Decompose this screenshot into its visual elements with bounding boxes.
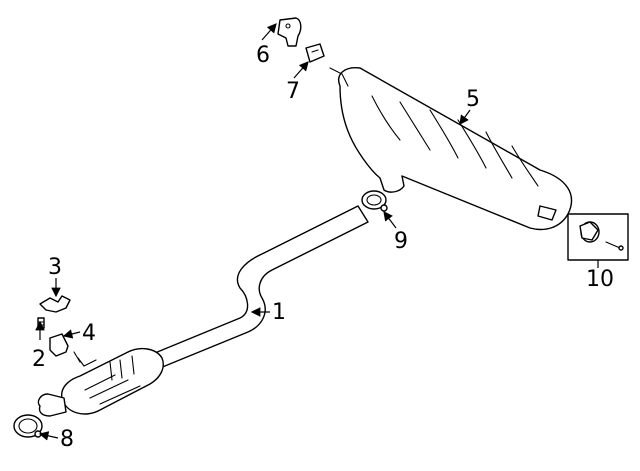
callout-8: 8 xyxy=(60,427,74,452)
callout-2: 2 xyxy=(32,347,46,372)
callout-9: 9 xyxy=(394,229,408,254)
lower-insulator xyxy=(49,333,69,357)
intermediate-pipe xyxy=(149,205,369,369)
hanger-kit xyxy=(567,213,629,261)
hanger-bolt xyxy=(37,317,45,329)
rear-clamp xyxy=(361,190,388,212)
callout-6: 6 xyxy=(256,43,270,68)
callout-10: 10 xyxy=(586,267,614,292)
upper-hanger-bracket xyxy=(277,17,302,47)
callout-1: 1 xyxy=(272,300,286,325)
upper-insulator xyxy=(305,43,325,63)
callout-3: 3 xyxy=(48,255,62,280)
lower-hanger-bracket xyxy=(39,295,71,313)
callout-4: 4 xyxy=(82,321,96,346)
front-converter xyxy=(37,347,164,417)
rear-muffler xyxy=(329,67,573,231)
front-clamp xyxy=(13,414,43,438)
leader-lines xyxy=(35,23,599,441)
callout-5: 5 xyxy=(466,87,480,112)
callout-7: 7 xyxy=(286,79,300,104)
